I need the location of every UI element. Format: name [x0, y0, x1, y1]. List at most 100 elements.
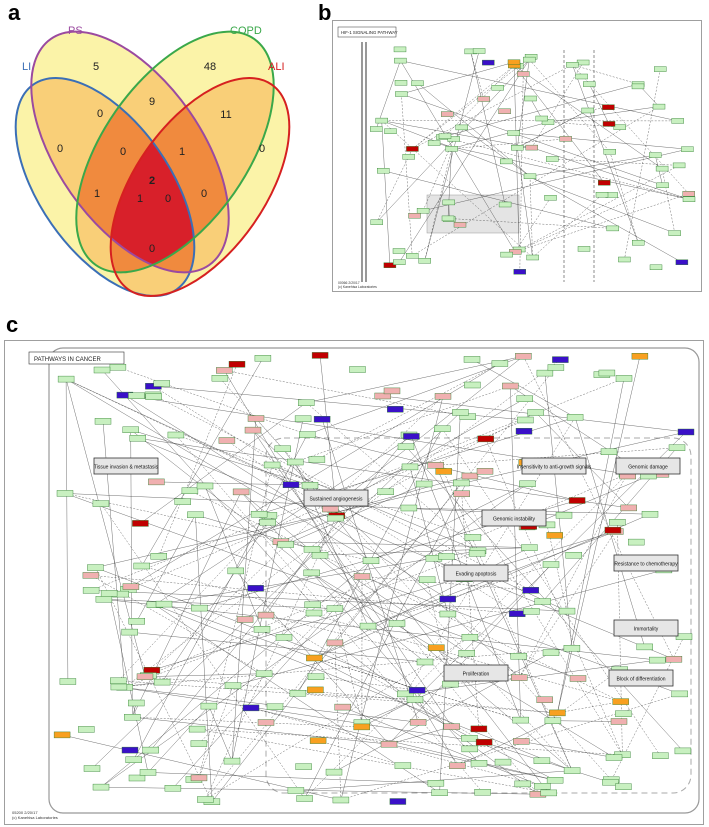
pathway-edge — [342, 706, 543, 787]
pathway-edge — [128, 419, 526, 590]
pathway-edge — [151, 531, 616, 671]
gene-node — [427, 140, 441, 146]
pathway-edge — [340, 693, 680, 801]
gene-node — [92, 783, 110, 791]
pathway-edge — [118, 648, 572, 688]
pathway-edge — [280, 517, 336, 542]
gene-node — [100, 590, 118, 597]
pathway-edge — [515, 193, 689, 253]
gene-node — [121, 746, 139, 754]
gene-node — [370, 219, 383, 225]
gene-node — [132, 520, 149, 527]
gene-node — [145, 393, 162, 400]
gene-node — [523, 608, 540, 615]
gene-node — [524, 95, 537, 102]
gene-node — [227, 567, 245, 575]
gene-node — [540, 789, 557, 797]
gene-node — [468, 550, 486, 557]
pathway-edge — [314, 657, 521, 721]
gene-node — [309, 737, 327, 744]
gene-node — [247, 415, 265, 422]
gene-node — [552, 356, 569, 363]
panel-label-b: b — [318, 0, 332, 25]
gene-node — [453, 479, 470, 487]
pathway-edge — [401, 62, 515, 95]
pathway-edge — [172, 608, 336, 789]
gene-node — [600, 448, 618, 456]
gene-node — [575, 73, 588, 80]
pathway-edge — [95, 431, 687, 568]
gene-node — [463, 356, 481, 363]
gene-node — [353, 723, 370, 731]
gene-node — [441, 215, 455, 222]
venn-count-core: 2 — [149, 175, 155, 187]
venn-diagram: LI PS COPD ALI 5 48 0 0 0 9 11 0 1 2 1 1… — [14, 25, 291, 297]
outcome-box: Genomic damage — [615, 457, 681, 475]
outcome-label: Proliferation — [463, 672, 490, 678]
outcome-box: Genomic instability — [481, 509, 547, 527]
pathway-edge — [400, 60, 678, 122]
venn-count-li-ps-copd: 0 — [120, 146, 126, 158]
gene-node — [449, 762, 466, 769]
gene-node — [110, 677, 127, 684]
gene-node — [400, 504, 418, 512]
gene-node — [577, 246, 591, 252]
venn-count-li-ps-ali: 1 — [94, 188, 100, 200]
pathway-edge — [412, 106, 660, 256]
gene-node — [322, 505, 339, 513]
pathway-edge — [470, 51, 484, 100]
pathway-edge — [154, 604, 573, 771]
gene-node — [254, 355, 272, 362]
pathway-edge — [405, 659, 658, 695]
gene-node — [438, 133, 452, 139]
pathway-edge — [381, 120, 391, 266]
gene-node — [327, 514, 344, 522]
gene-node — [491, 84, 504, 91]
gene-node — [674, 747, 692, 755]
gene-node — [153, 380, 171, 387]
gene-node — [464, 381, 481, 389]
gene-node — [464, 534, 482, 541]
pathway-edge — [400, 60, 516, 252]
gene-node — [304, 601, 321, 608]
pathway-edge — [197, 728, 623, 755]
pathway-edge — [361, 683, 451, 723]
gene-node — [303, 545, 321, 553]
gene-node — [515, 352, 532, 360]
gene-node — [470, 760, 488, 767]
gene-node — [535, 115, 549, 122]
pathway-edge — [319, 547, 530, 556]
outcome-label: Immortality — [634, 627, 659, 633]
gene-node — [389, 798, 407, 805]
pathway-edge — [531, 62, 584, 148]
gene-node — [359, 622, 377, 630]
gene-node — [431, 789, 448, 796]
pathway-edge — [361, 699, 416, 728]
gene-node — [257, 719, 275, 726]
pathway-edge — [381, 120, 533, 258]
gene-node — [461, 634, 479, 641]
gene-node — [615, 783, 632, 790]
pathway-edge — [147, 772, 436, 784]
gene-node — [196, 482, 214, 490]
pathway-edge — [514, 65, 605, 183]
gene-node — [211, 375, 229, 382]
gene-node — [266, 703, 284, 710]
gene-node — [299, 431, 316, 438]
gene-node — [602, 121, 616, 127]
pathway-edge — [529, 154, 656, 177]
gene-node — [453, 490, 470, 497]
gene-node — [523, 56, 536, 63]
gene-node — [526, 254, 539, 261]
gene-node — [405, 253, 419, 259]
gene-node — [440, 111, 454, 117]
gene-node — [510, 653, 527, 660]
pathway-edge — [529, 176, 682, 263]
gene-node — [668, 444, 686, 451]
gene-node — [515, 427, 533, 435]
pathway-edge — [334, 482, 462, 644]
gene-node — [153, 678, 171, 686]
gene-node — [388, 620, 406, 627]
gene-node — [253, 626, 271, 633]
pathway-edge — [319, 355, 337, 516]
